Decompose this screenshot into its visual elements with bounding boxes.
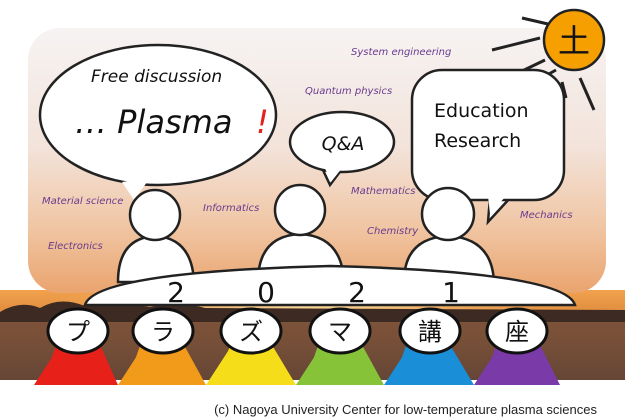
year-digit: 1 [442,276,460,309]
color-fans [34,345,560,385]
topic-label: System engineering [351,47,451,58]
person-head [420,186,476,242]
speech-bubble-plasma [38,43,278,200]
person-head [128,188,182,242]
bubble-free-discussion: Free discussion [91,67,222,87]
bubble-qa-text: Q&A [322,133,365,155]
bubble-research-text: Research [434,130,521,152]
topic-label: Chemistry [367,226,419,237]
lecture-circles [46,307,549,355]
sun-label: 土 [558,22,590,60]
lecture-char: マ [328,318,352,346]
year-digit: 2 [167,276,185,309]
year-digit: 2 [348,276,366,309]
topic-label: Material science [42,196,123,207]
lecture-char: プ [66,318,90,346]
topic-label: Informatics [203,203,259,214]
topic-label: Mechanics [520,210,573,221]
lecture-char: ズ [239,318,263,346]
person-head [273,183,327,237]
lecture-char: ラ [151,318,175,346]
lecture-char: 講 [418,318,442,346]
round-table [83,264,577,307]
speech-bubble-education [410,68,566,226]
topic-label: Quantum physics [305,86,392,97]
bubble-exclaim: ! [256,103,269,141]
lecture-char: 座 [505,318,529,346]
sun-icon [542,8,606,72]
year-digit: 0 [257,276,275,309]
bubble-education-text: Education [434,100,529,122]
topic-label: Electronics [48,241,103,252]
bubble-plasma: … Plasma [75,103,232,141]
speech-bubble-qa [288,110,396,188]
bottom-strip [0,385,625,419]
topic-label: Mathematics [351,186,415,197]
copyright-notice: (c) Nagoya University Center for low-tem… [214,402,597,417]
